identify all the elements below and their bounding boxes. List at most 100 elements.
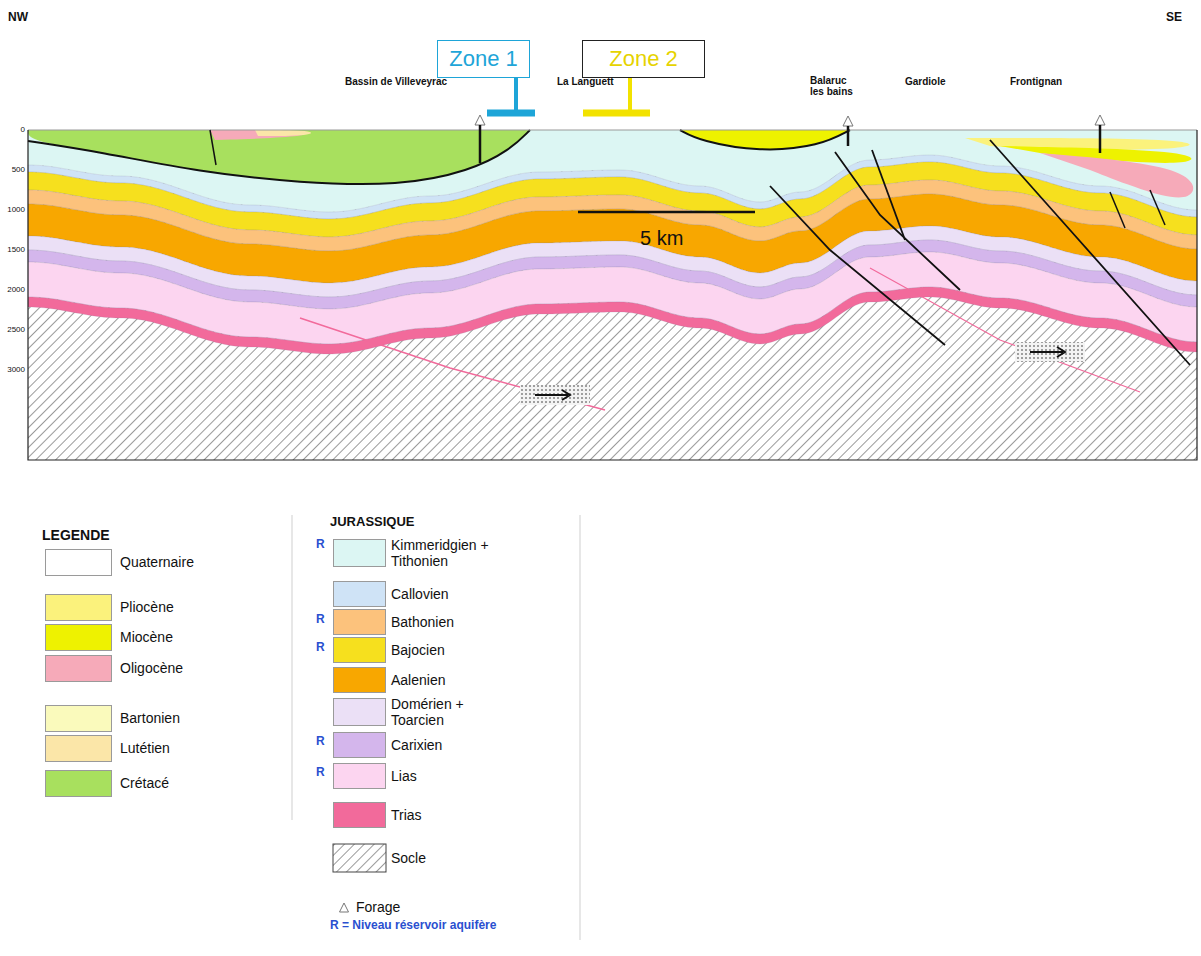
- legend-swatch: [45, 770, 112, 797]
- borehole: [479, 125, 482, 163]
- reservoir-note: R = Niveau réservoir aquifère: [330, 919, 496, 933]
- reservoir-mark: R: [316, 538, 325, 552]
- reservoir-mark: R: [316, 735, 325, 749]
- place-name: Balaruc les bains: [810, 75, 860, 98]
- legend-label: Quaternaire: [120, 554, 194, 570]
- legend-art: [292, 515, 580, 940]
- borehole: [847, 126, 850, 146]
- shear-arrow: [1057, 347, 1065, 357]
- reservoir-mark: R: [316, 613, 325, 627]
- reservoir-mark: R: [316, 766, 325, 780]
- legend-heading: JURASSIQUE: [330, 515, 415, 530]
- legend-label: Miocène: [120, 629, 173, 645]
- legend-swatch: [333, 667, 386, 693]
- legend-label: Trias: [391, 807, 422, 823]
- drill-rig: [340, 903, 349, 912]
- drill-rig: [1095, 115, 1105, 125]
- legend-label: Kimmeridgien + Tithonien: [391, 537, 491, 569]
- borehole: [1099, 125, 1102, 153]
- legend-label: Bartonien: [120, 710, 180, 726]
- legend-swatch: [333, 802, 386, 828]
- depth-label: 0: [21, 125, 25, 134]
- boundary-line: [28, 130, 530, 184]
- trias-wedge: [870, 268, 1140, 392]
- legend-swatch: [333, 698, 386, 726]
- legend-swatch: [333, 609, 386, 635]
- legend-label: Bajocien: [391, 642, 445, 658]
- legend-swatch: [45, 705, 112, 732]
- shear-arrow: [562, 390, 570, 400]
- place-name: Frontignan: [1010, 76, 1062, 88]
- separator: [292, 515, 293, 820]
- depth-label: 2500: [7, 325, 25, 334]
- section-frame: [28, 130, 1197, 460]
- shear-block: [1015, 342, 1085, 362]
- zone-marker: [583, 110, 650, 117]
- drill-rig: [843, 116, 853, 126]
- scale-bar: [578, 211, 755, 214]
- shear-arrow: [535, 394, 568, 396]
- legend-label: Callovien: [391, 586, 449, 602]
- place-name: La Languett: [557, 76, 614, 88]
- zone-label: Zone 2: [609, 46, 678, 72]
- place-name: Gardiole: [905, 76, 946, 88]
- legend-label: Carixien: [391, 737, 442, 753]
- shear-arrow: [1030, 351, 1063, 353]
- section-overlay: [28, 78, 1197, 460]
- lutetien-fill: [255, 130, 311, 136]
- fault-line: [1150, 190, 1165, 225]
- fault-line: [872, 150, 905, 240]
- legend-label: Bathonien: [391, 614, 454, 630]
- legend-label: Aalenien: [391, 672, 446, 688]
- zone-marker: [514, 78, 518, 110]
- legend-swatch: [333, 763, 386, 789]
- direction-label: SE: [1166, 11, 1182, 25]
- socle-swatch: [333, 844, 386, 872]
- fault-line: [210, 130, 216, 165]
- legend-label: Crétacé: [120, 775, 169, 791]
- depth-label: 2000: [7, 285, 25, 294]
- zone-marker: [628, 78, 632, 110]
- legend-swatch: [333, 581, 386, 607]
- scale-label: 5 km: [640, 227, 683, 250]
- legend-label: Forage: [356, 899, 400, 915]
- zone-box: Zone 1: [437, 40, 530, 78]
- fault-line: [990, 140, 1190, 365]
- ground-line: [28, 130, 1197, 131]
- legend-swatch: [45, 549, 112, 576]
- legend-label: Pliocène: [120, 599, 174, 615]
- cretace-fill: [28, 130, 530, 184]
- legend-swatch: [333, 539, 386, 567]
- separator: [580, 515, 581, 940]
- boundary-line: [680, 130, 850, 149]
- place-name: Bassin de Villeveyrac: [345, 76, 447, 88]
- depth-label: 1500: [7, 245, 25, 254]
- legend-label: Lutétien: [120, 740, 170, 756]
- legend-swatch: [45, 655, 112, 682]
- depth-label: 500: [12, 165, 25, 174]
- fault-line: [770, 186, 945, 345]
- fault-line: [1110, 192, 1125, 228]
- socle: [28, 130, 1197, 460]
- trias-wedge: [300, 318, 605, 410]
- legend-swatch: [333, 637, 386, 663]
- legend-swatch: [45, 735, 112, 762]
- section-layers: [28, 130, 1197, 460]
- zone-label: Zone 1: [449, 46, 518, 72]
- legend-label: Socle: [391, 850, 426, 866]
- reservoir-mark: R: [316, 641, 325, 655]
- direction-label: NW: [8, 11, 28, 25]
- zone-box: Zone 2: [582, 40, 705, 78]
- miocene-fill: [680, 130, 850, 149]
- legend-swatch: [333, 732, 386, 758]
- legend-swatch: [45, 624, 112, 651]
- legend-label: Lias: [391, 768, 417, 784]
- depth-label: 1000: [7, 205, 25, 214]
- legend-swatch: [45, 594, 112, 621]
- legend-title: LEGENDE: [42, 527, 110, 543]
- zone-marker: [487, 110, 535, 117]
- legend-label: Oligocène: [120, 660, 183, 676]
- oligocene-fill: [1040, 153, 1193, 197]
